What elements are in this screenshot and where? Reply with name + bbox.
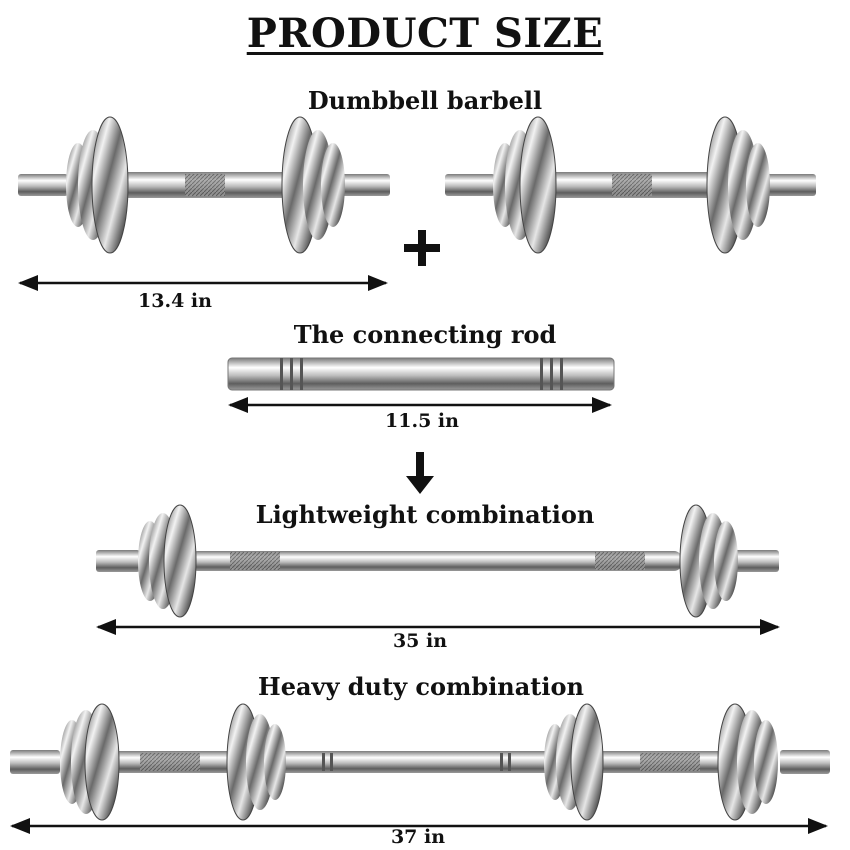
dumbbell-left (18, 116, 390, 254)
weight-plate (264, 724, 286, 800)
lightweight-measure: 35 in (392, 630, 448, 652)
weight-plate (163, 504, 197, 618)
threaded-end (340, 174, 390, 196)
threaded-end (735, 550, 779, 572)
down-arrow-icon (406, 452, 434, 494)
plus-icon (404, 230, 440, 266)
handle-grip (640, 753, 700, 771)
rod-label: The connecting rod (293, 320, 557, 349)
weight-plate (746, 143, 770, 227)
page-title: PRODUCT SIZE (246, 10, 604, 57)
connecting-rod (227, 357, 615, 391)
weight-plate (754, 720, 778, 804)
threaded-end (445, 174, 495, 196)
handle-grip (230, 552, 280, 570)
heavy-label: Heavy duty combination (258, 672, 584, 701)
heavy-barbell (10, 703, 830, 821)
handle-grip (595, 552, 645, 570)
handle-grip (140, 753, 200, 771)
threaded-end (18, 174, 68, 196)
weight-plate (91, 116, 129, 254)
rod-measure: 11.5 in (385, 410, 459, 432)
threaded-end (780, 750, 830, 774)
weight-plate (714, 521, 738, 601)
lightweight-label: Lightweight combination (255, 500, 595, 529)
dumbbell-label: Dumbbell barbell (307, 86, 543, 115)
threaded-end (10, 750, 60, 774)
weight-plate (84, 703, 120, 821)
dumbbell-right (445, 116, 816, 254)
bar (190, 551, 682, 571)
lightweight-barbell (96, 504, 779, 618)
weight-plate (519, 116, 557, 254)
weight-plate (321, 143, 345, 227)
handle-grip (612, 174, 652, 196)
handle-grip (185, 174, 225, 196)
threaded-end (96, 550, 140, 572)
weight-plate (570, 703, 604, 821)
dumbbell-measure: 13.4 in (138, 290, 212, 312)
threaded-end (766, 174, 816, 196)
